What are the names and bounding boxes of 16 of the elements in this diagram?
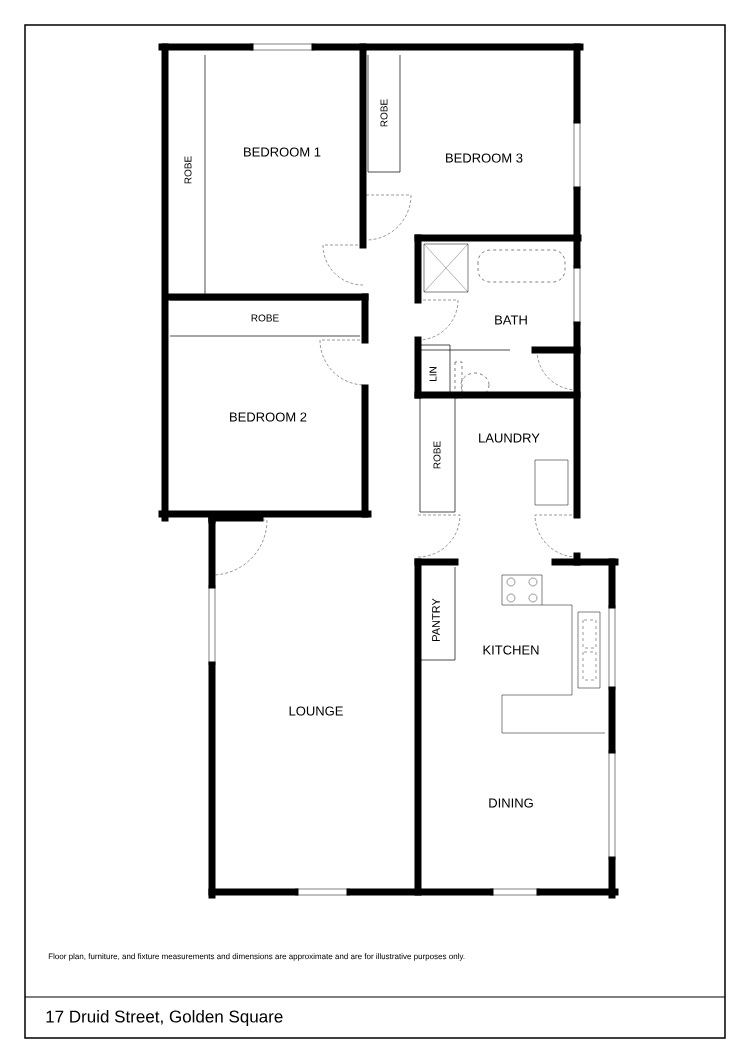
room-label: BATH [495, 315, 527, 325]
room-label: KITCHEN [483, 645, 539, 655]
disclaimer-text: Floor plan, furniture, and fixture measurements and dimensions are approximate and are for illustrative purposes only. [48, 953, 465, 961]
room-label: ROBE [433, 441, 441, 469]
room-label: BEDROOM 1 [244, 147, 321, 157]
room-label: LIN [429, 367, 437, 381]
room-label: ROBE [184, 156, 192, 184]
room-label: DINING [489, 798, 533, 808]
address-text: 17 Druid Street, Golden Square [46, 1010, 283, 1026]
room-label: BEDROOM 3 [446, 153, 523, 163]
room-label: LAUNDRY [479, 433, 540, 443]
room-label: LOUNGE [289, 706, 343, 716]
room-label: BEDROOM 2 [230, 412, 307, 422]
room-label: ROBE [380, 99, 388, 127]
room-label: PANTRY [432, 598, 440, 641]
room-label: ROBE [251, 314, 279, 322]
